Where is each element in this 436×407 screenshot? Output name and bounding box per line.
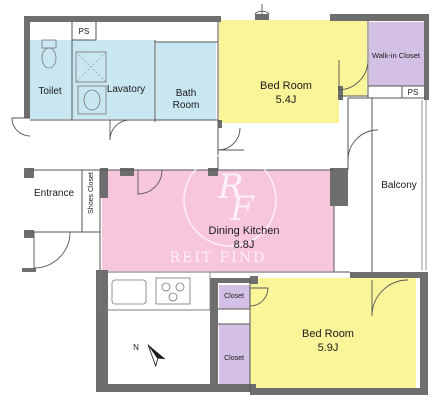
bedroom2-name: Bed Room: [302, 328, 354, 340]
bath-area: [156, 42, 216, 120]
walkin-area: [369, 22, 424, 86]
watermark-text: REIT FIND: [170, 250, 267, 266]
ps-right-area: [402, 86, 424, 98]
toilet-label: Toilet: [38, 86, 62, 97]
shoes-closet-label: Shoes Closet: [88, 172, 95, 214]
compass-arrow-icon: [147, 344, 166, 368]
bath-label-line1: Bath: [176, 88, 197, 99]
balcony-label: Balcony: [381, 180, 417, 191]
bath-label-line2: Room: [173, 100, 200, 111]
balcony-railing: [421, 100, 427, 270]
ps-top-label: PS: [79, 27, 90, 36]
bedroom1-notch: [339, 20, 367, 96]
doors: [11, 4, 409, 317]
svg-text:F: F: [229, 189, 255, 229]
walkin-label: Walk-in Closet: [372, 51, 421, 60]
dining-size: 8.8J: [234, 239, 255, 251]
svg-text:R: R: [217, 167, 244, 207]
sink: [111, 279, 147, 305]
bedroom2-area: [250, 278, 416, 393]
ps-top-area: [72, 20, 96, 40]
toilet-area: [30, 40, 72, 119]
closet-bottom-label: Closet: [224, 355, 244, 362]
lavatory-label: Lavatory: [107, 84, 145, 95]
entrance-label: Entrance: [34, 188, 74, 199]
washing-machine-pan: [75, 51, 107, 83]
dining-area: [102, 170, 334, 271]
compass-label: N: [133, 343, 139, 352]
watermark: R F REIT FIND: [170, 153, 277, 266]
toilet-fixture: [41, 39, 57, 69]
compass: N: [133, 343, 166, 368]
wash-basin: [77, 85, 107, 115]
bedroom1-name: Bed Room: [260, 80, 312, 92]
stove: [155, 277, 191, 305]
closet-top-area: [219, 285, 250, 309]
bedroom1-area: [219, 20, 339, 123]
dining-name: Dining Kitchen: [209, 225, 280, 237]
walls: [22, 14, 429, 395]
closet-top-label: Closet: [224, 293, 244, 300]
bedroom1-size: 5.4J: [276, 94, 297, 106]
ps-right-label: PS: [408, 88, 419, 97]
interior-lines: [30, 20, 426, 392]
closet-bottom-area: [219, 324, 250, 392]
bedroom2-size: 5.9J: [318, 342, 339, 354]
